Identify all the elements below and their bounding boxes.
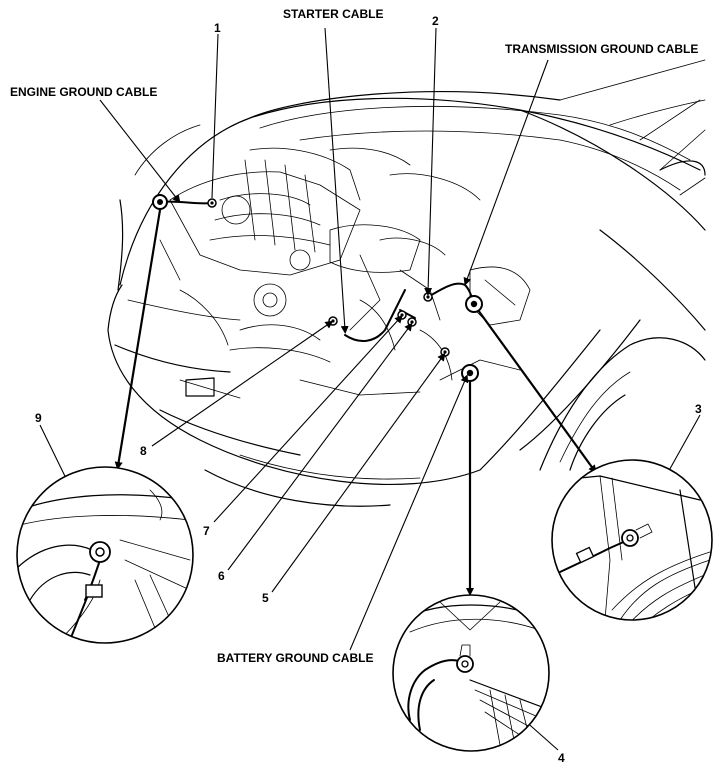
battery-ground-bolt bbox=[461, 364, 479, 382]
leader-lines bbox=[39, 27, 701, 751]
callout-number-1: 1 bbox=[214, 21, 221, 35]
battery-ground-cable-label: BATTERY GROUND CABLE bbox=[217, 651, 373, 665]
engine-ground-bolt bbox=[152, 194, 168, 210]
callout-number-5: 5 bbox=[262, 591, 269, 605]
callout-number-6: 6 bbox=[218, 569, 225, 583]
transmission-ground-bolt bbox=[465, 295, 483, 313]
bolt-5 bbox=[440, 347, 450, 357]
bolt-1 bbox=[207, 198, 217, 208]
callout-number-9: 9 bbox=[35, 411, 42, 425]
callout-number-7: 7 bbox=[203, 524, 210, 538]
callout-number-3: 3 bbox=[695, 402, 702, 416]
engine-detail bbox=[159, 147, 531, 396]
detail-circle-battery-ground bbox=[392, 594, 550, 752]
text-labels: STARTER CABLE ENGINE GROUND CABLE TRANSM… bbox=[10, 7, 702, 765]
bolt-7 bbox=[397, 310, 407, 320]
callout-number-8: 8 bbox=[140, 444, 147, 458]
callout-number-4: 4 bbox=[558, 751, 565, 765]
bolt-6 bbox=[407, 317, 417, 327]
detail-circle-transmission-ground bbox=[551, 459, 713, 621]
starter-cable-label: STARTER CABLE bbox=[283, 7, 383, 21]
bolt-8 bbox=[328, 316, 338, 326]
engine-ground-cable-label: ENGINE GROUND CABLE bbox=[10, 85, 157, 99]
car-body bbox=[107, 59, 706, 507]
transmission-ground-cable-label: TRANSMISSION GROUND CABLE bbox=[505, 42, 698, 56]
callout-number-2: 2 bbox=[432, 14, 439, 28]
detail-circle-engine-ground bbox=[16, 466, 194, 644]
bolt-2 bbox=[423, 292, 433, 302]
bolt-markers bbox=[152, 194, 483, 382]
